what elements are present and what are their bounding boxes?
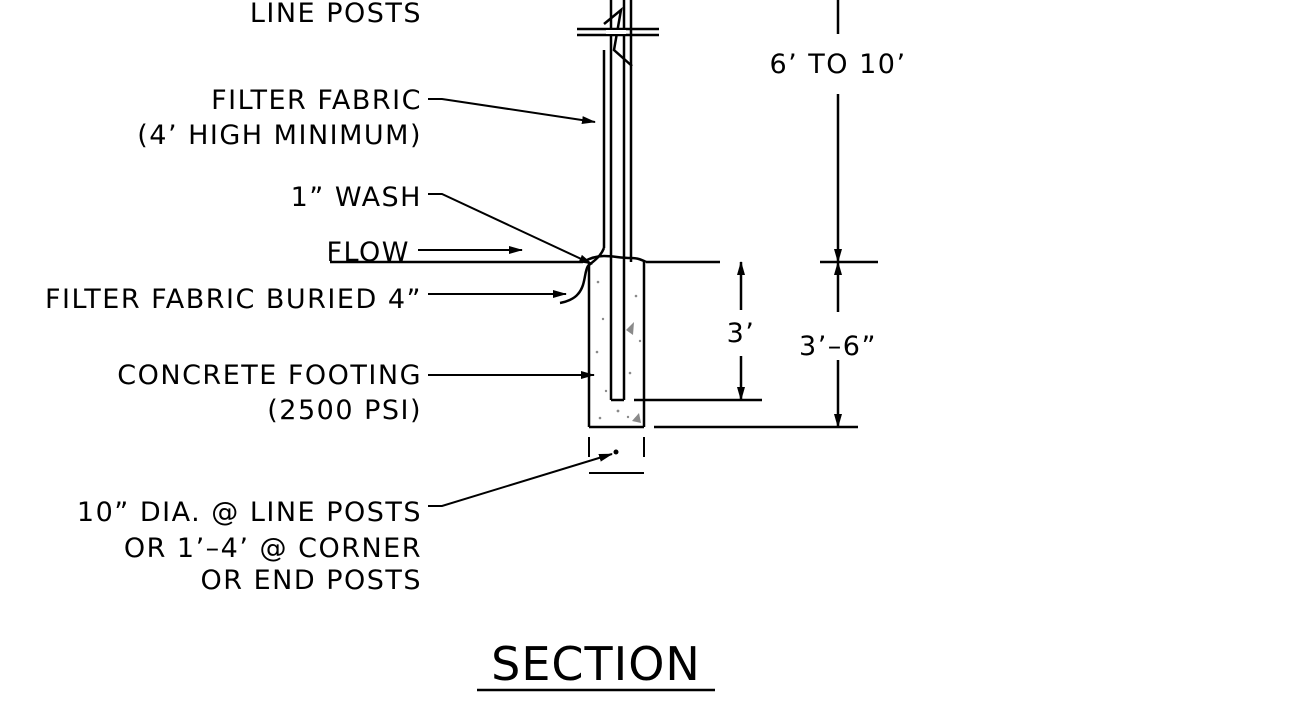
concrete-footing <box>587 262 646 429</box>
flow-label: FLOW <box>326 237 410 268</box>
embed-depth-dimension <box>634 261 762 402</box>
fabric-buried-label: FILTER FABRIC BURIED 4” <box>45 284 422 315</box>
footing-depth-value: 3’–6” <box>799 331 877 362</box>
filter-fabric-height-label: (4’ HIGH MINIMUM) <box>137 120 422 151</box>
leader-lines <box>418 98 613 507</box>
filter-fabric-label: FILTER FABRIC <box>211 85 422 116</box>
ground-line <box>330 254 878 264</box>
section-title: SECTION <box>491 637 701 691</box>
footing-diameter-dimension <box>588 437 645 474</box>
footing-diameter-label: 10” DIA. @ LINE POSTS <box>77 497 422 528</box>
corner-post-label: OR 1’–4’ @ CORNER <box>124 533 422 564</box>
footing-depth-dimension <box>654 261 858 429</box>
concrete-footing-label: CONCRETE FOOTING <box>117 360 422 391</box>
end-post-label: OR END POSTS <box>200 565 422 596</box>
post-height-value: 6’ TO 10’ <box>769 49 906 80</box>
line-posts-label: LINE POSTS <box>250 0 422 29</box>
embed-depth-value: 3’ <box>727 318 756 349</box>
footing-strength-label: (2500 PSI) <box>267 395 422 426</box>
filter-fabric <box>559 50 606 305</box>
fence-post <box>577 0 659 402</box>
wash-label: 1” WASH <box>291 182 422 213</box>
